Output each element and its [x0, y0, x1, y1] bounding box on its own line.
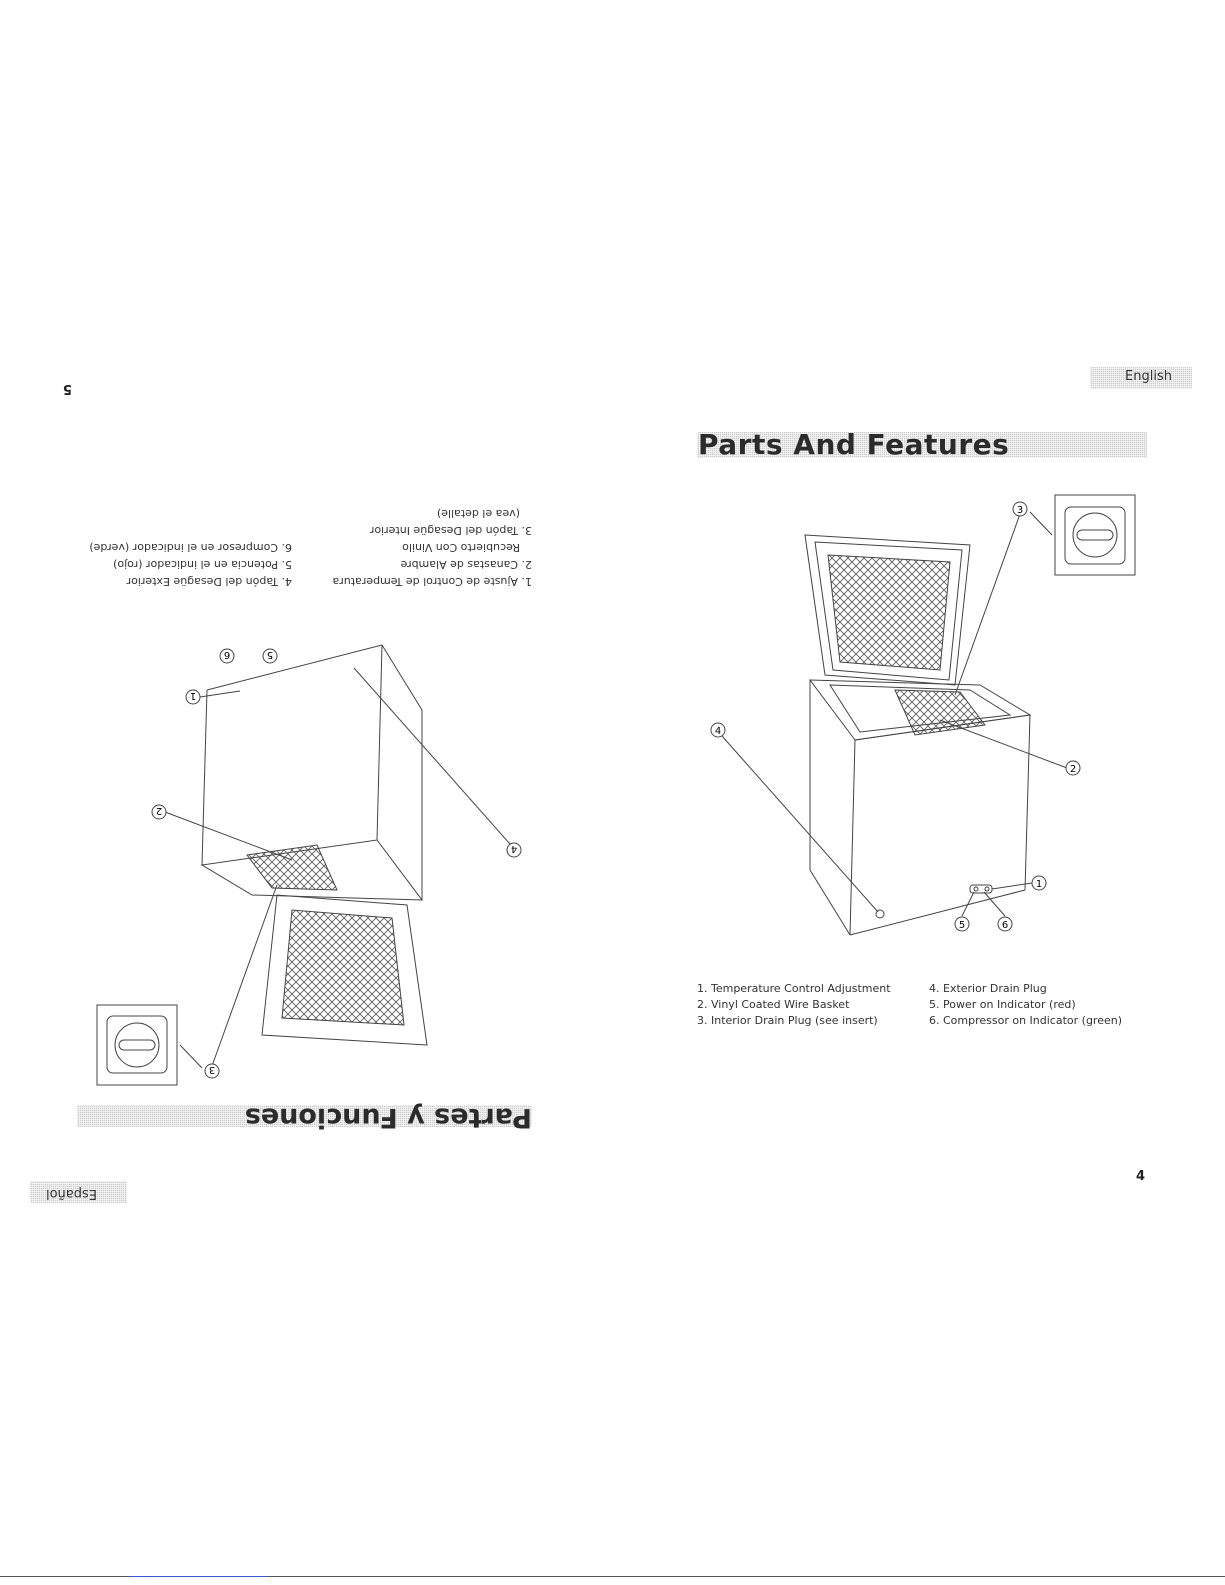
drain-plug-inset: [1054, 494, 1136, 576]
callout-6: 6: [997, 916, 1013, 932]
parts-list-right: 4. Tapón del Desagüe Exterior 5. Potenci…: [89, 539, 292, 590]
callout-2: 2: [1065, 760, 1081, 776]
svg-text:5: 5: [267, 649, 273, 660]
part-item: 6. Compressor on Indicator (green): [929, 1014, 1123, 1027]
title-bar: [697, 432, 1147, 458]
callout-3: 3: [1012, 501, 1028, 517]
svg-text:3: 3: [209, 1064, 215, 1075]
part-item: 1. Temperature Control Adjustment: [697, 982, 891, 995]
part-item: Recubierto Con Vinilo: [402, 541, 520, 554]
part-item: 4. Exterior Drain Plug: [929, 982, 1047, 995]
part-item: 5. Power on Indicator (red): [929, 998, 1076, 1011]
svg-text:2: 2: [1070, 764, 1076, 775]
language-tab-label: English: [1125, 369, 1172, 384]
footer-divider: [0, 1576, 1225, 1577]
callout-4: 4: [710, 722, 726, 738]
freezer-diagram-spanish: 3 2 4 1 5 6: [96, 644, 522, 1086]
freezer-lid: [804, 534, 971, 686]
parts-list-left: 1. Ajuste de Control de Temperatura 2. C…: [333, 505, 533, 590]
svg-text:6: 6: [1002, 920, 1008, 931]
part-item: 3. Interior Drain Plug (see insert): [697, 1014, 878, 1027]
page-number: 5: [62, 381, 72, 396]
part-item: 5. Potencia en el indicador (rojo): [113, 558, 292, 571]
page-title: Parts And Features: [698, 428, 1010, 461]
parts-list-left: 1. Temperature Control Adjustment 2. Vin…: [697, 981, 891, 1029]
page-number: 4: [1136, 1169, 1146, 1184]
svg-text:5: 5: [959, 920, 965, 931]
freezer-cabinet: [809, 680, 1031, 936]
language-tab-spanish: Español: [30, 1181, 127, 1203]
svg-text:6: 6: [224, 649, 230, 660]
part-item: 4. Tapón del Desagüe Exterior: [126, 575, 292, 588]
language-tab-label: Español: [46, 1186, 98, 1201]
page-title: Partes y Funciones: [244, 1102, 532, 1133]
part-item: 1. Ajuste de Control de Temperatura: [332, 575, 533, 588]
footer-link-underline[interactable]: [130, 1576, 268, 1577]
callout-5: 5: [954, 916, 970, 932]
part-item: 2. Vinyl Coated Wire Basket: [697, 998, 850, 1011]
parts-list-right: 4. Exterior Drain Plug 5. Power on Indic…: [929, 981, 1122, 1029]
svg-text:4: 4: [511, 843, 517, 854]
part-item: 2. Canastas de Alambre: [400, 558, 532, 571]
part-item: 6. Compresor en el indicador (verde): [89, 541, 292, 554]
svg-text:1: 1: [1036, 879, 1042, 890]
svg-text:4: 4: [715, 726, 721, 737]
spanish-page: Español Partes y Funciones: [0, 340, 612, 1220]
svg-text:1: 1: [190, 690, 196, 701]
part-item: (vea el detalle): [436, 507, 520, 520]
part-item: 3. Tapón del Desagüe Interior: [369, 524, 532, 537]
control-panel: [875, 884, 993, 919]
freezer-diagram-english: 3 2 4 1 5 6: [710, 494, 1136, 936]
svg-text:2: 2: [156, 805, 162, 816]
language-tab-english: English: [1090, 367, 1192, 389]
callout-1: 1: [1031, 875, 1047, 891]
svg-text:3: 3: [1017, 505, 1023, 516]
